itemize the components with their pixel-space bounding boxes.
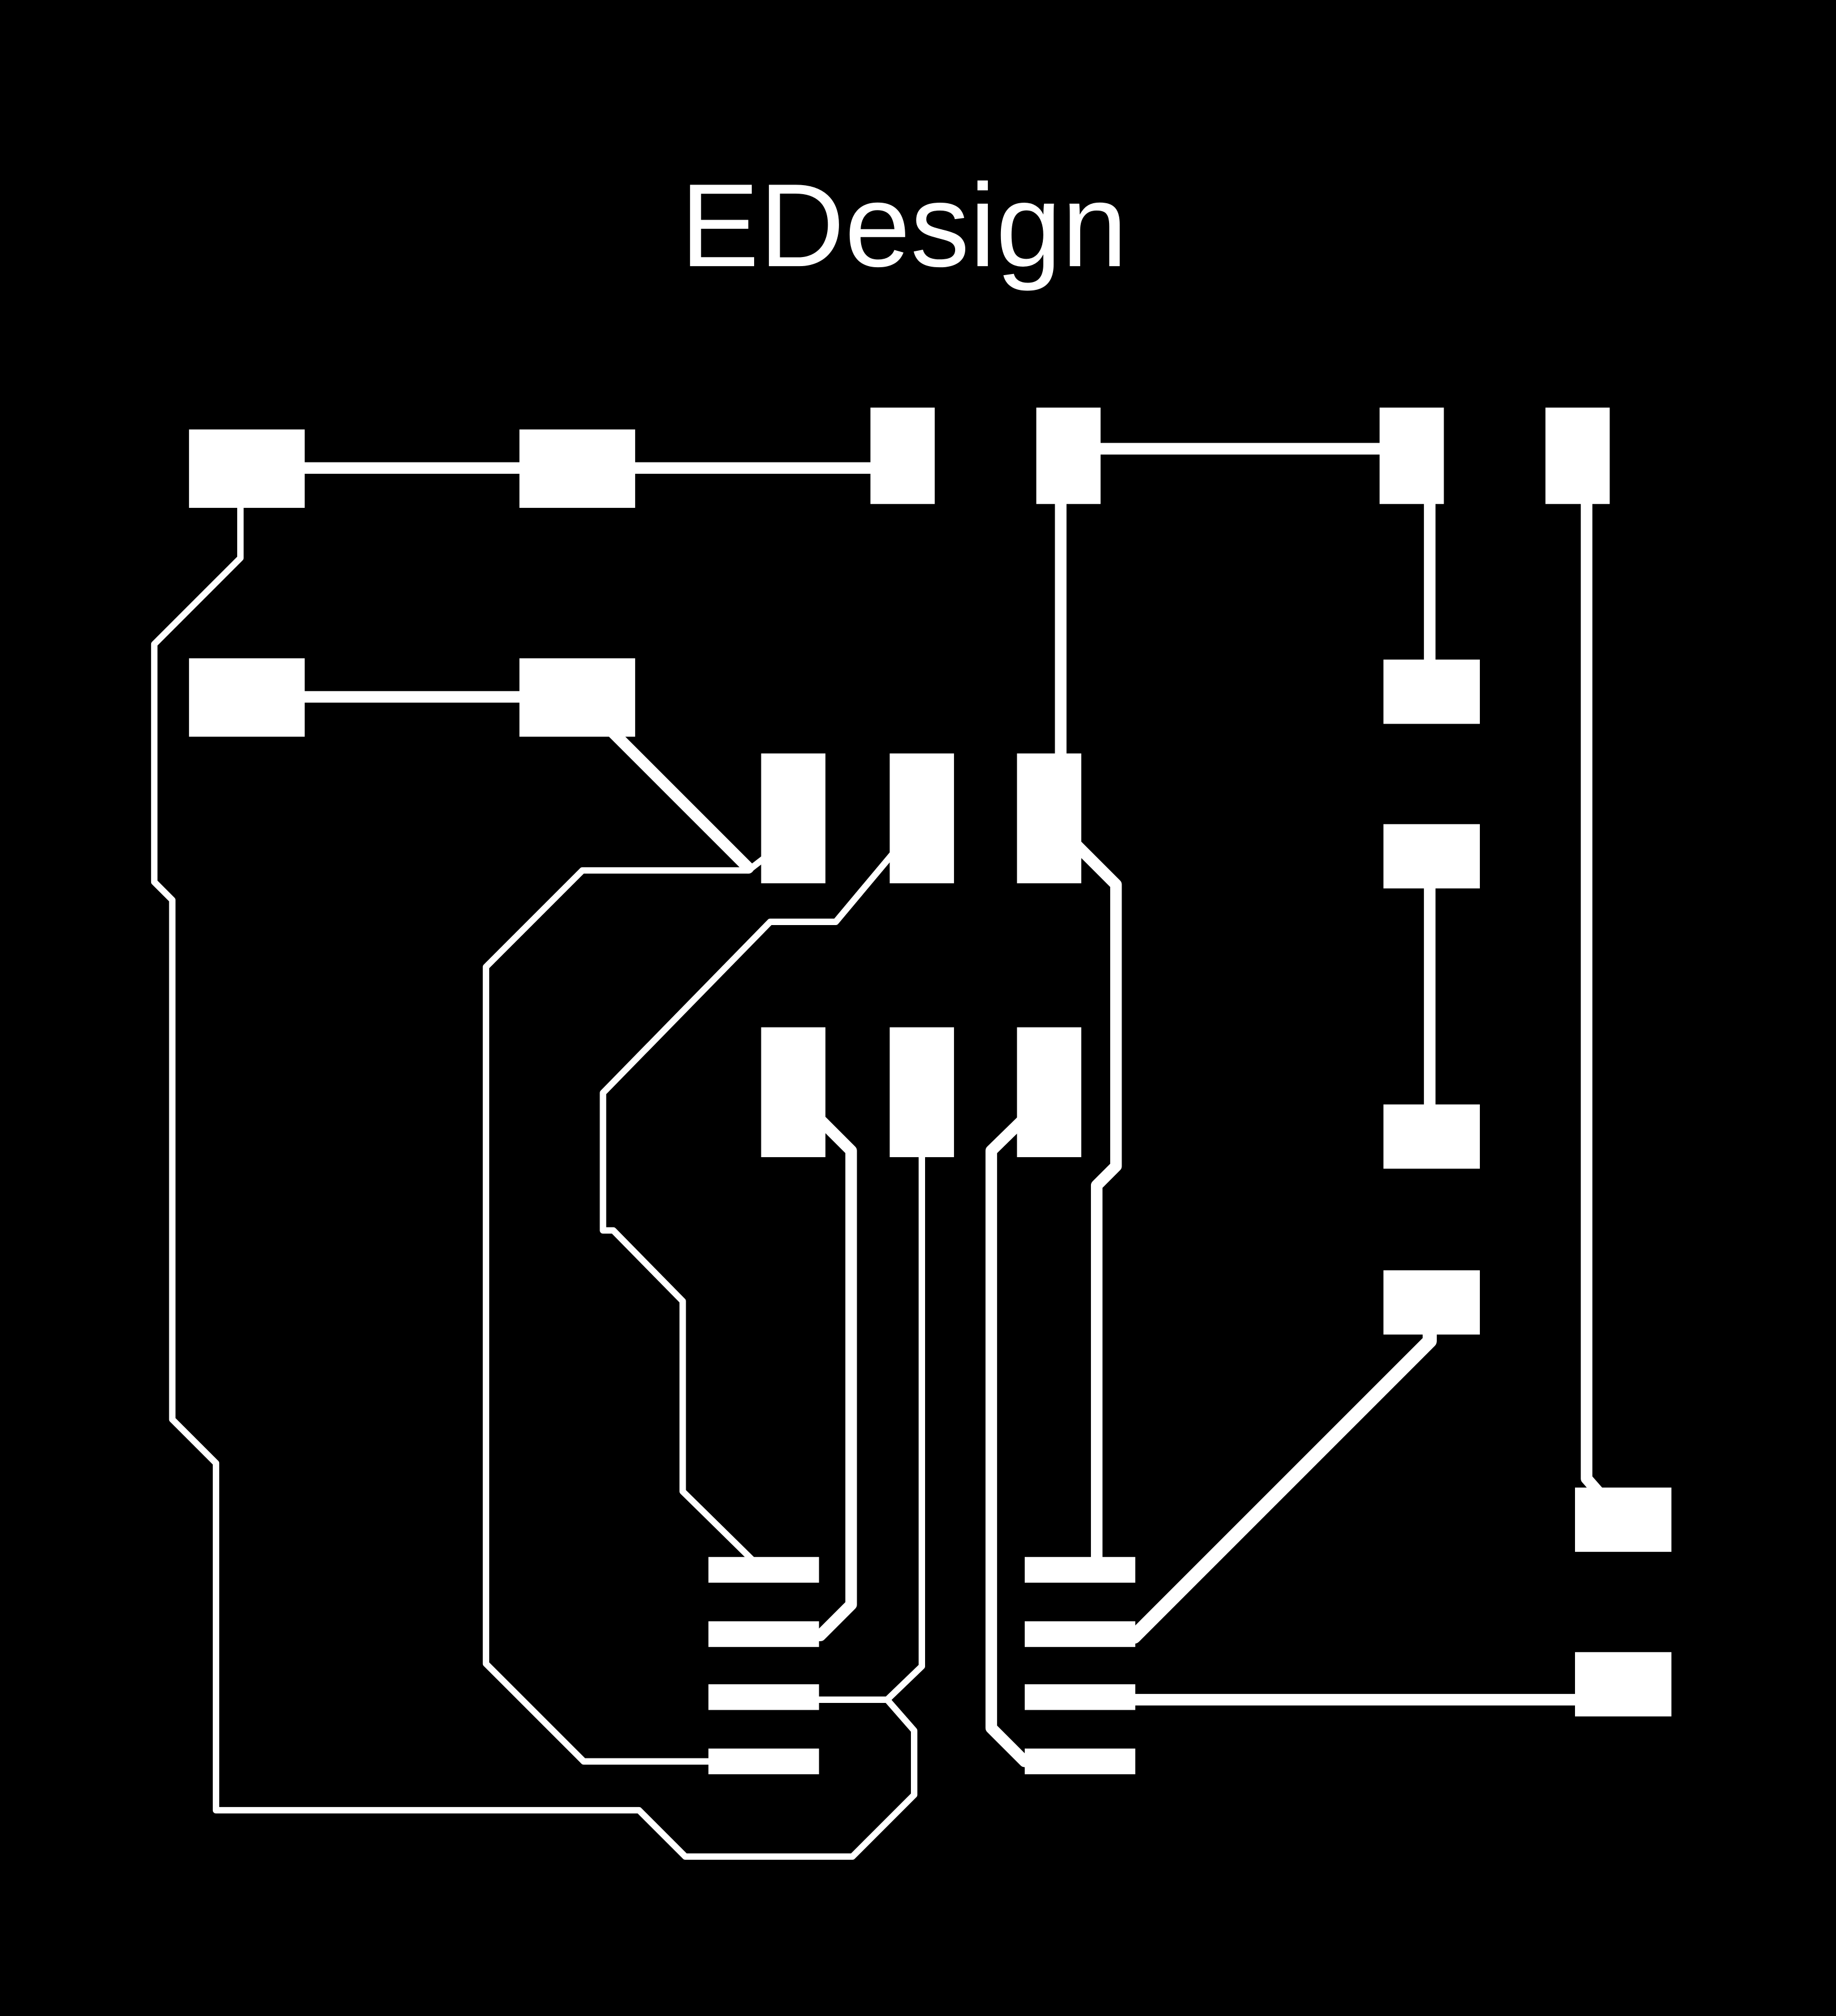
pad: [519, 658, 635, 737]
pad: [1383, 1270, 1480, 1335]
pad: [1383, 824, 1480, 889]
pad: [519, 429, 635, 508]
header-pin-right: [1024, 1557, 1136, 1583]
pad: [1383, 1104, 1480, 1169]
header-pin-right: [1024, 1684, 1136, 1710]
pad: [1574, 1487, 1672, 1552]
trace-outer-wrap: [482, 832, 797, 1765]
pad: [1379, 407, 1444, 504]
trace-inner-snake: [600, 815, 925, 1573]
trace-left-loop: [151, 464, 918, 1860]
header-pin-right: [1024, 1748, 1136, 1775]
pads: [189, 407, 1672, 1775]
header-pin-left: [708, 1557, 819, 1583]
pad: [1545, 407, 1610, 504]
pad: [1017, 753, 1081, 884]
pad: [189, 429, 305, 508]
trace-pad-to-header-3: [759, 1089, 925, 1703]
pad: [761, 753, 825, 884]
header-pin-right: [1024, 1621, 1136, 1647]
header-pin-left: [708, 1621, 819, 1647]
board-title: EDesign: [681, 160, 1128, 292]
pad: [189, 658, 305, 737]
pad: [1574, 1652, 1672, 1717]
pad: [1017, 1027, 1081, 1157]
pad: [761, 1027, 825, 1157]
header-pin-left: [708, 1748, 819, 1775]
pad: [1036, 407, 1101, 504]
header-pin-left: [708, 1684, 819, 1710]
pad: [1383, 660, 1480, 724]
trace-pad-to-right-header-1: [1045, 813, 1122, 1576]
pad: [889, 753, 955, 884]
pad: [889, 1027, 955, 1157]
pad: [870, 407, 935, 504]
